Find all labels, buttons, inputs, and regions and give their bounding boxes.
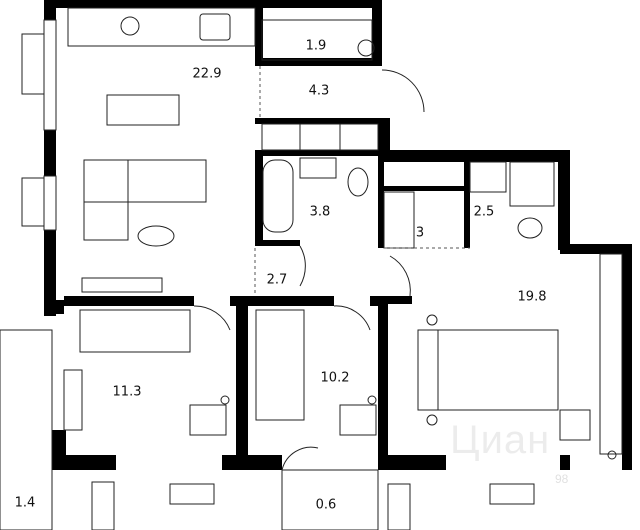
room-area-bedroom-mid: 10.2	[320, 370, 350, 386]
room-area-corridor: 2.7	[266, 272, 288, 288]
room-area-balcony-left: 1.4	[14, 495, 36, 511]
room-area-balcony-bottom: 0.6	[315, 497, 337, 513]
room-area-hall-top: 4.3	[308, 83, 330, 99]
room-area-closet: 1.9	[305, 38, 327, 54]
walls	[44, 0, 632, 470]
room-area-bathroom: 3.8	[309, 204, 331, 220]
room-area-hall-mid: 3	[415, 225, 425, 241]
watermark-brand: Циан	[450, 418, 551, 462]
room-area-kitchen-living: 22.9	[192, 66, 222, 82]
thin-lines	[0, 7, 623, 530]
watermark-code: 98	[555, 472, 569, 486]
room-area-bedroom-left: 11.3	[112, 384, 142, 400]
dashed-boundaries	[254, 66, 470, 296]
room-area-toilet: 2.5	[473, 204, 495, 220]
room-area-master-bedroom: 19.8	[517, 289, 547, 305]
